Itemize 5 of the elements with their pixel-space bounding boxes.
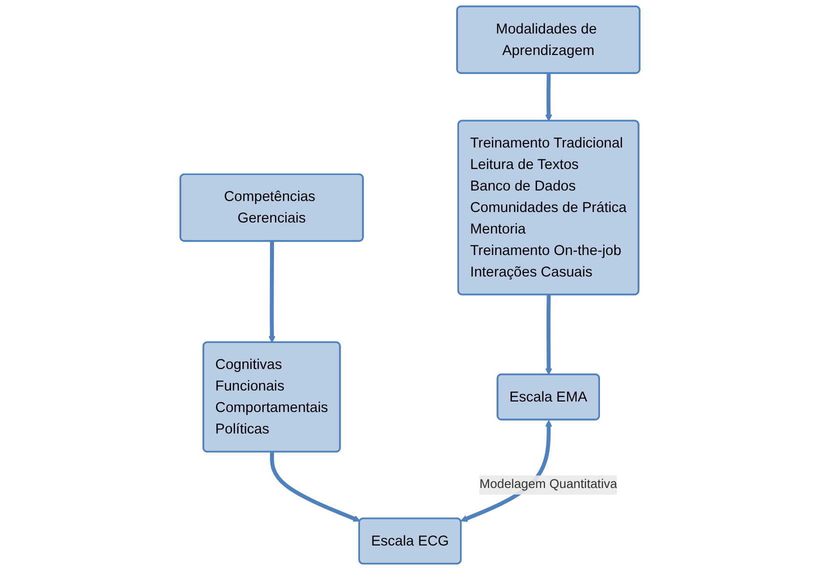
arrow (545, 294, 552, 376)
arrow (268, 241, 276, 343)
arrow (545, 73, 552, 122)
arrow (270, 452, 360, 522)
edge-label: Modelagem Quantitativa (480, 478, 618, 492)
